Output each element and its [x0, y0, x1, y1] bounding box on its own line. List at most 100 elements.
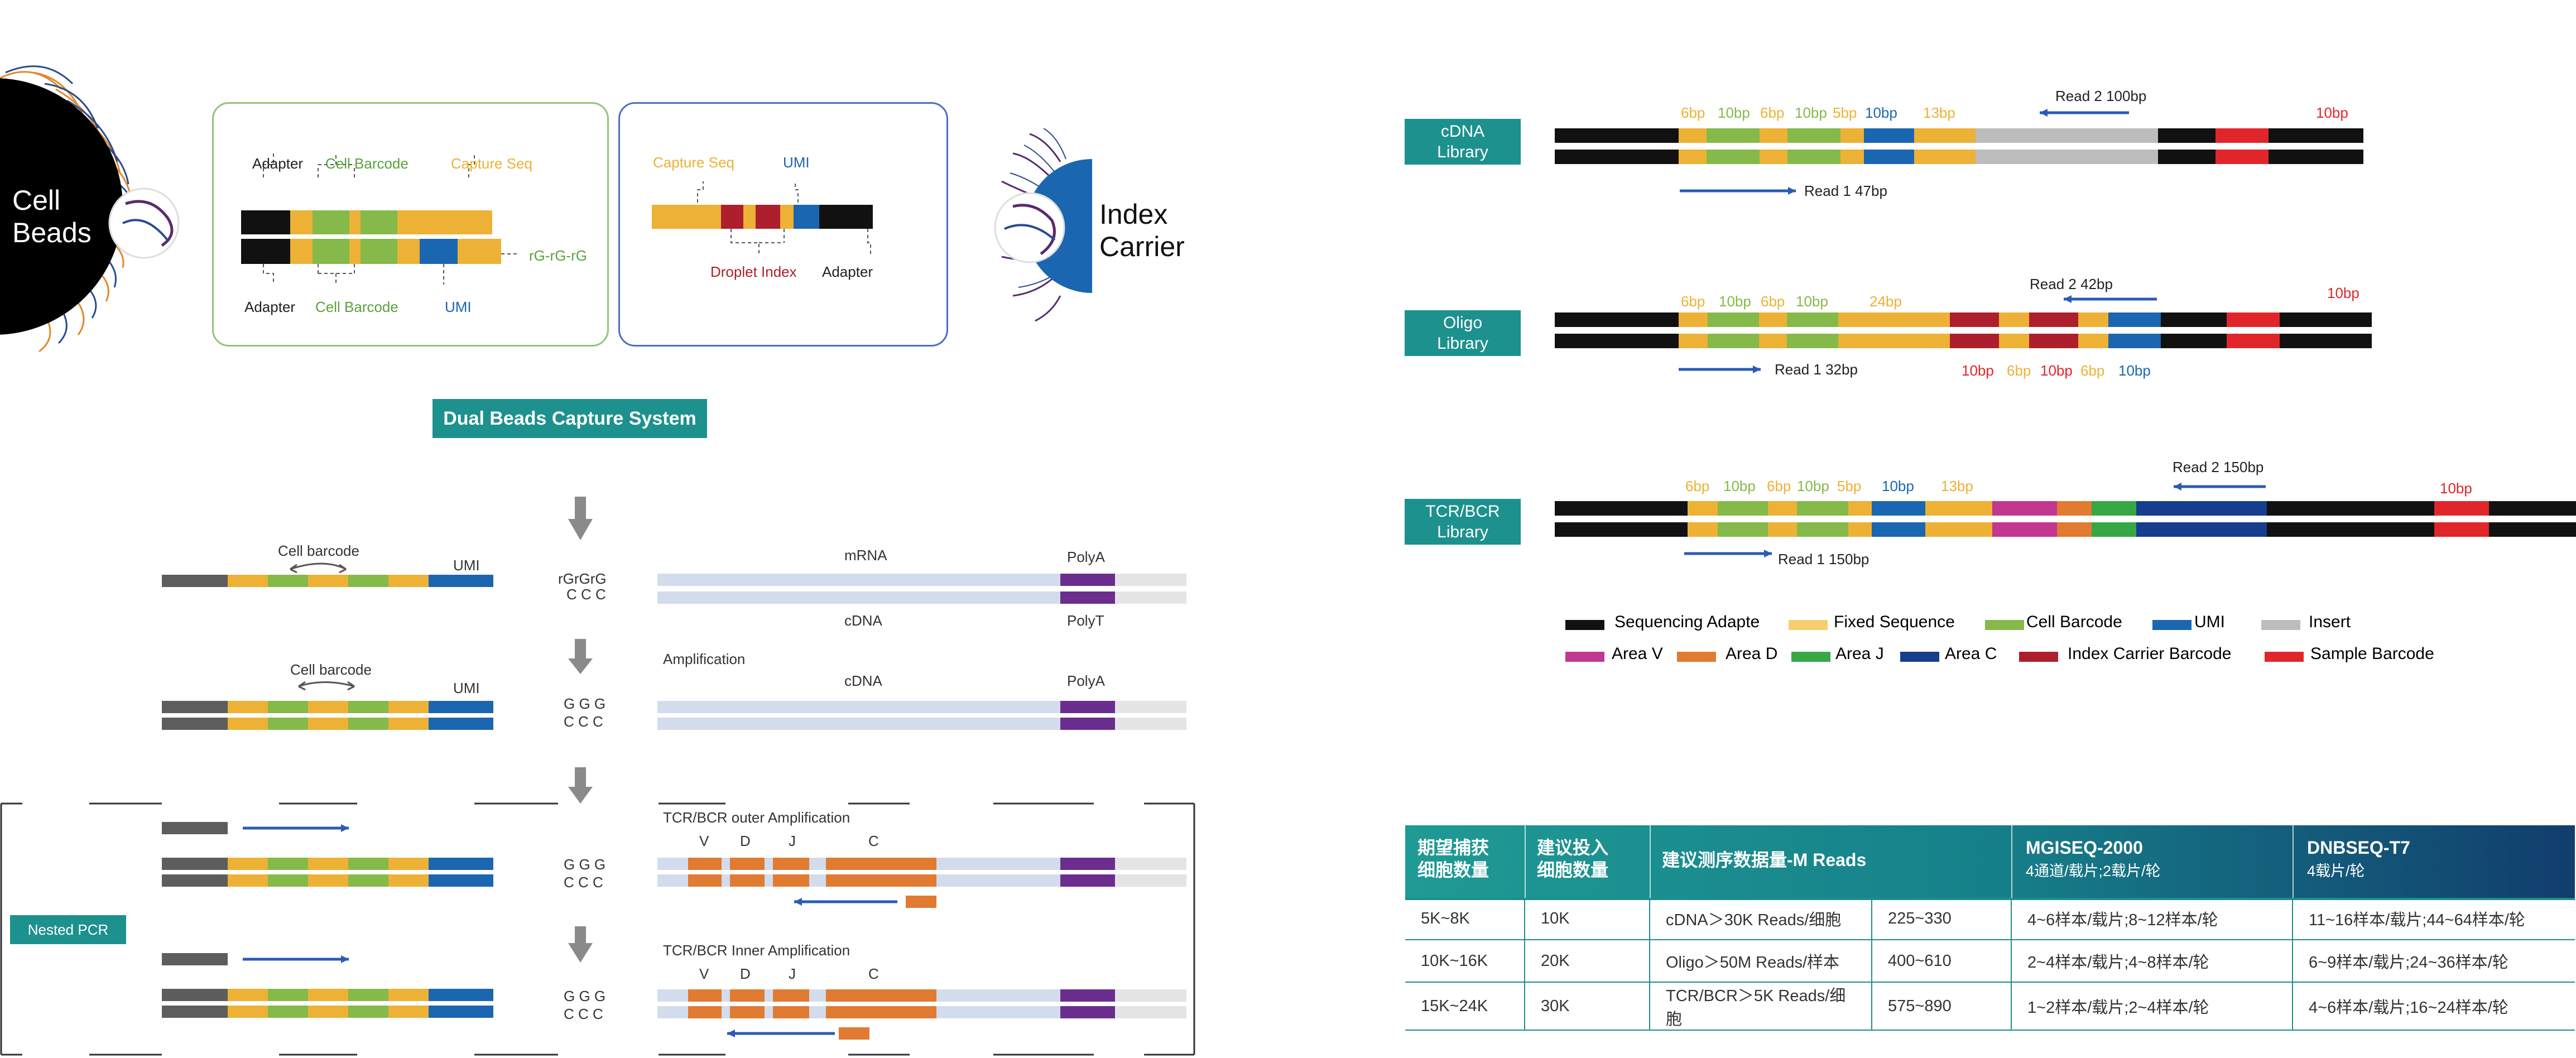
cdna-sample-bp: 10bp	[2316, 104, 2348, 121]
cell-dnbseq: 6~9样本/载片;24~36样本/轮	[2292, 940, 2575, 983]
nested-pcr-bracket	[0, 802, 1195, 1056]
cell-expected: 10K~16K	[1405, 940, 1525, 983]
cell-data: TCR/BCR＞5K Reads/细胞	[1649, 982, 1872, 1031]
oligo-bottom-bp-3: 6bp	[2080, 362, 2105, 379]
legend-swatch	[1985, 620, 2024, 630]
tcr-bp-2: 6bp	[1767, 478, 1791, 494]
legend-swatch	[1791, 652, 1830, 662]
spec-table-header: 期望捕获细胞数量 建议投入细胞数量 建议测序数据量-M Reads MGISEQ…	[1405, 825, 2575, 900]
tcr-bp-0: 6bp	[1685, 478, 1710, 494]
legend-swatch	[1900, 652, 1939, 662]
step1-cdna-label: cDNA	[844, 612, 882, 629]
tcr-bp-3: 10bp	[1797, 478, 1829, 494]
cdna-bp-6: 13bp	[1923, 104, 1955, 121]
capture-seq-top-label: Capture Seq	[451, 155, 532, 172]
legend: Sequencing Adapte Fixed Sequence Cell Ba…	[1565, 613, 2469, 680]
step3-tcr-strand	[657, 858, 1186, 908]
oligo-bp-2: 6bp	[1761, 293, 1785, 310]
cell-data: cDNA＞30K Reads/细胞	[1649, 898, 1872, 940]
cell-expected: 15K~24K	[1405, 982, 1525, 1031]
droplet-index-label: Droplet Index	[710, 263, 797, 280]
step2-bead-oligo	[162, 681, 493, 730]
umi-label: UMI	[783, 154, 810, 171]
legend-label: Sample Barcode	[2310, 645, 2434, 663]
cdna-bp-0: 6bp	[1681, 104, 1705, 121]
cell-bead-oligo-panel	[212, 102, 609, 347]
header-expected: 期望捕获细胞数量	[1417, 838, 1489, 880]
cell-input: 10K	[1524, 898, 1650, 940]
legend-label: Area V	[1612, 645, 1663, 663]
step3-mid-top: G G G	[564, 856, 606, 873]
cell-range: 400~610	[1871, 940, 2011, 983]
oligo-bottom-bp-4: 10bp	[2118, 362, 2151, 379]
table-row: 10K~16K 20K Oligo＞50M Reads/样本 400~610 2…	[1405, 940, 2575, 983]
tcr-bp-4: 5bp	[1837, 478, 1862, 494]
legend-label: Fixed Sequence	[1834, 613, 1955, 631]
step1-umi-label: UMI	[453, 557, 480, 574]
step4-bead-oligo	[162, 953, 493, 1018]
tcr-bp-1: 10bp	[1723, 478, 1756, 494]
step4-c-label: C	[868, 965, 879, 982]
cell-dnbseq: 11~16样本/载片;44~64样本/轮	[2292, 898, 2575, 940]
cell-data: Oligo＞50M Reads/样本	[1649, 940, 1872, 983]
step3-j-label: J	[789, 833, 796, 849]
step3-mid-bottom: C C C	[564, 874, 603, 891]
cell-input: 30K	[1524, 982, 1650, 1031]
header-data: 建议测序数据量-M Reads	[1662, 850, 1867, 870]
step2-mid-bottom: C C C	[564, 713, 603, 730]
step2-cdna-label: cDNA	[844, 672, 882, 689]
step3-c-label: C	[868, 833, 879, 849]
legend-label: Insert	[2309, 613, 2351, 631]
step4-v-label: V	[699, 965, 709, 982]
legend-label: Cell Barcode	[2026, 613, 2122, 631]
spec-table: 5K~8K 10K cDNA＞30K Reads/细胞 225~330 4~6样…	[1405, 898, 2575, 1031]
step3-d-label: D	[740, 833, 751, 849]
step1-mrna-strand	[657, 574, 1186, 604]
oligo-bp-3: 10bp	[1796, 293, 1828, 310]
legend-label: Area J	[1835, 645, 1884, 663]
cell-range: 225~330	[1871, 898, 2011, 940]
cell-bead-graphic	[0, 65, 180, 353]
tcr-sample-bp: 10bp	[2440, 480, 2472, 497]
oligo-bottom-bp-2: 10bp	[2040, 362, 2073, 379]
step4-mid-top: G G G	[564, 988, 606, 1004]
adapter-bottom-label: Adapter	[244, 299, 296, 315]
legend-label: Area D	[1726, 645, 1778, 663]
oligo-read2: Read 2 42bp	[2030, 276, 2113, 292]
step2-amplification-label: Amplification	[663, 651, 746, 667]
step2-umi-label: UMI	[453, 680, 480, 696]
table-row: 5K~8K 10K cDNA＞30K Reads/细胞 225~330 4~6样…	[1405, 898, 2575, 940]
index-carrier-oligo-panel	[618, 102, 948, 347]
cdna-library-construct	[1555, 109, 2363, 195]
step1-mrna-label: mRNA	[844, 547, 887, 564]
cell-expected: 5K~8K	[1405, 898, 1525, 940]
oligo-bottom-bp-0: 10bp	[1962, 362, 1994, 379]
oligo-library-construct	[1555, 295, 2372, 373]
cdna-read2: Read 2 100bp	[2055, 88, 2147, 104]
step2-polya-label: PolyA	[1067, 672, 1105, 689]
step4-mid-bottom: C C C	[564, 1006, 603, 1022]
step1-mid-top: rGrGrG	[558, 570, 607, 587]
legend-swatch	[2152, 620, 2191, 630]
tcr-bp-6: 13bp	[1941, 478, 1973, 494]
nested-pcr-label: Nested PCR	[10, 915, 126, 944]
oligo-bp-1: 10bp	[1719, 293, 1751, 310]
step4-d-label: D	[740, 965, 751, 982]
cell-mgiseq: 2~4样本/载片;4~8样本/轮	[2011, 940, 2293, 983]
step1-polya-label: PolyA	[1067, 549, 1105, 565]
cdna-bp-3: 10bp	[1795, 104, 1827, 121]
step4-j-label: J	[789, 965, 796, 982]
cell-dnbseq: 4~6样本/载片;16~24样本/轮	[2292, 982, 2575, 1031]
legend-swatch	[1789, 620, 1828, 630]
umi-bottom-label: UMI	[445, 299, 472, 315]
oligo-sample-bp: 10bp	[2327, 285, 2359, 301]
cell-bead-oligo-diagram	[241, 153, 519, 285]
step4-tcr-strand	[657, 989, 1186, 1040]
step1-bead-oligo	[162, 562, 493, 587]
legend-swatch	[2261, 620, 2300, 630]
oligo-bp-0: 6bp	[1681, 293, 1705, 310]
